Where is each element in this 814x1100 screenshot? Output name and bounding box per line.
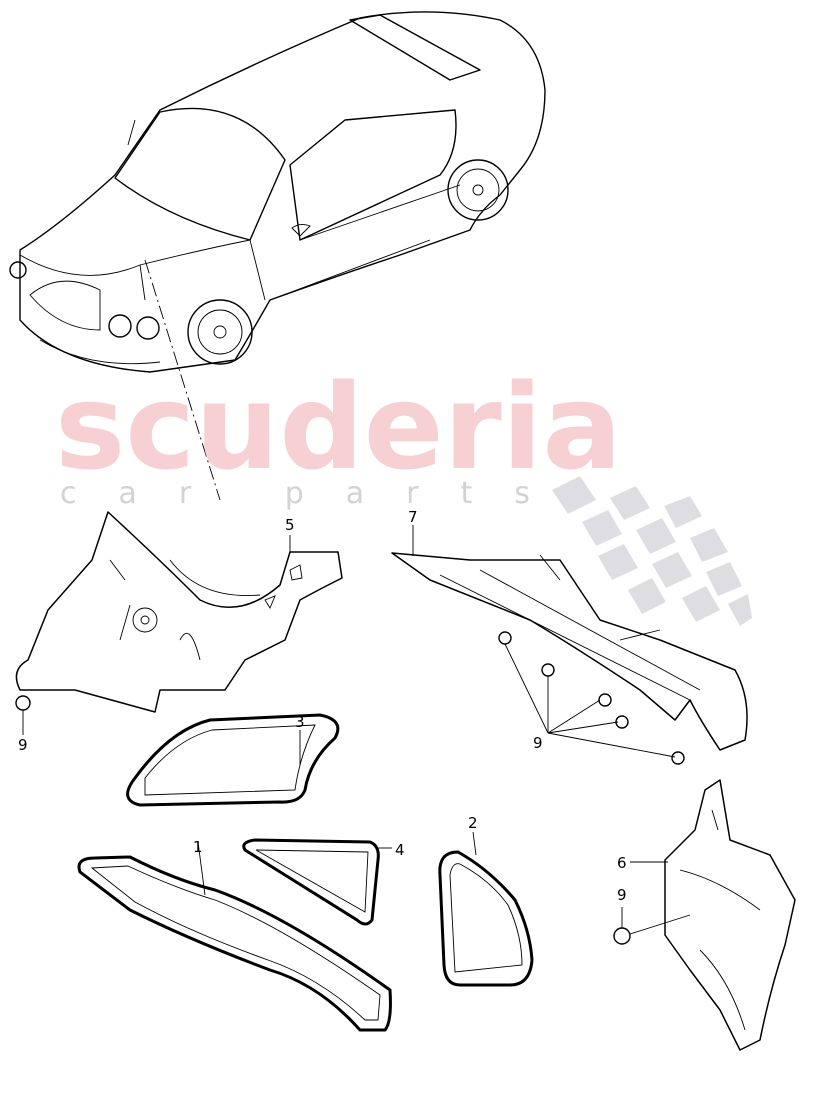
part-5-insulation bbox=[15, 511, 343, 713]
label-9-middle: 9 bbox=[533, 734, 543, 752]
label-5: 5 bbox=[285, 516, 295, 534]
label-7: 7 bbox=[408, 508, 418, 526]
label-1: 1 bbox=[193, 838, 203, 856]
label-4: 4 bbox=[395, 841, 405, 859]
checkered-flag-logo bbox=[552, 476, 752, 626]
part-7-insulation bbox=[391, 552, 748, 751]
seal-3 bbox=[126, 713, 340, 807]
seal-1 bbox=[77, 855, 392, 1032]
leader-lines bbox=[22, 525, 691, 935]
label-2: 2 bbox=[468, 814, 478, 832]
watermark-brand: scuderia bbox=[55, 358, 622, 496]
label-3: 3 bbox=[295, 713, 305, 731]
seal-2 bbox=[438, 850, 534, 987]
label-6: 6 bbox=[617, 854, 627, 872]
watermark-sub: car parts bbox=[60, 476, 572, 511]
car-illustration bbox=[9, 11, 546, 501]
seal-4 bbox=[242, 838, 380, 926]
label-9-right: 9 bbox=[617, 886, 627, 904]
watermark: scuderia car parts bbox=[55, 358, 622, 511]
label-9-left: 9 bbox=[18, 736, 28, 754]
part-6-insulation bbox=[664, 779, 796, 1051]
